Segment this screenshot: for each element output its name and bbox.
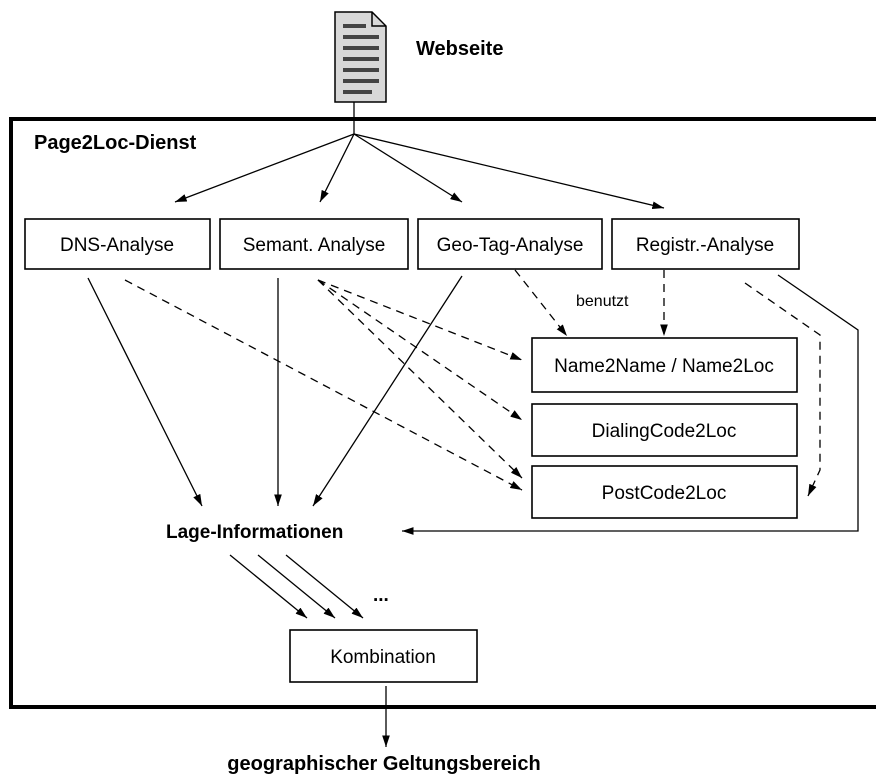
webpage-label: Webseite	[416, 38, 503, 60]
edge-location-info-to-combination-1	[229, 554, 308, 619]
edge-location-info-to-combination-2	[257, 554, 336, 619]
edge-document-to-semant-analyse	[319, 133, 355, 203]
postcode2loc-label: PostCode2Loc	[602, 483, 727, 504]
dialingcode2loc-box	[531, 403, 798, 457]
edge-semant-to-postcode2loc	[317, 279, 523, 479]
webpage-document-icon	[334, 11, 387, 103]
edge-geo-tag-to-name2name	[514, 269, 568, 337]
semant-analyse-box	[219, 218, 409, 270]
edge-document-to-dns-analyse	[174, 133, 355, 203]
edge-document-to-registr-analyse	[353, 133, 665, 210]
edge-location-info-to-combination-3	[285, 554, 364, 619]
uses-label: benutzt	[576, 293, 629, 310]
combination-label: Kombination	[330, 647, 436, 668]
dns-analyse-box	[24, 218, 211, 270]
dns-analyse-label: DNS-Analyse	[60, 235, 174, 256]
edge-registr-to-postcode2loc	[744, 282, 821, 497]
postcode2loc-box	[531, 465, 798, 519]
registr-analyse-label: Registr.-Analyse	[636, 235, 774, 256]
name2name-label: Name2Name / Name2Loc	[554, 356, 774, 377]
edge-dns-to-location-info	[87, 277, 203, 507]
geo-tag-analyse-label: Geo-Tag-Analyse	[437, 235, 584, 256]
location-info-label: Lage-Informationen	[166, 522, 343, 543]
edge-semant-to-name2name	[317, 279, 523, 361]
dialingcode2loc-label: DialingCode2Loc	[592, 421, 737, 442]
registr-analyse-box	[611, 218, 800, 270]
edge-dns-to-postcode2loc	[124, 279, 523, 491]
edge-document-to-geo-tag-analyse	[353, 133, 463, 203]
service-title: Page2Loc-Dienst	[34, 132, 197, 154]
geo-tag-analyse-box	[417, 218, 603, 270]
output-label: geographischer Geltungsbereich	[227, 753, 540, 775]
edge-registr-to-location-info	[402, 274, 859, 535]
edge-geo-tag-to-location-info	[312, 275, 463, 507]
combination-box	[289, 629, 478, 683]
semant-analyse-label: Semant. Analyse	[243, 235, 386, 256]
name2name-box	[531, 337, 798, 393]
ellipsis-label: ...	[373, 585, 389, 606]
page2loc-service-frame	[9, 117, 876, 709]
